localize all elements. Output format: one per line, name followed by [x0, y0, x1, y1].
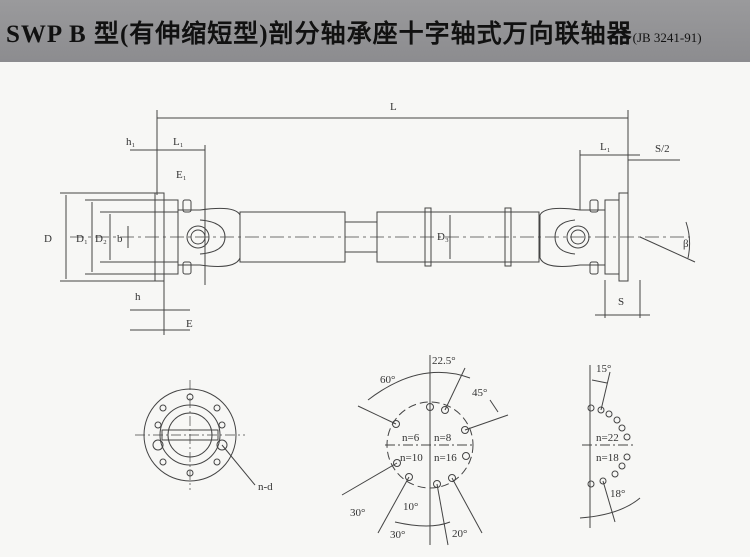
count-n6: n=6 — [402, 432, 420, 444]
header-band — [0, 0, 750, 62]
standard-number: (JB 3241-91) — [632, 30, 702, 45]
dim-S: S — [618, 296, 624, 308]
dim-D: D — [44, 233, 52, 245]
angle-20: 20° — [452, 528, 467, 540]
bolt-pattern-a: 22.5° 60° 45° 30° 10° 30° 20° n=6 n=8 n=… — [341, 355, 509, 546]
angle-45: 45° — [472, 387, 487, 399]
angle-30-a: 30° — [350, 507, 365, 519]
flange-end-view: n-d — [135, 380, 273, 493]
dim-L1-left: L₁ — [173, 136, 184, 148]
count-n10: n=10 — [400, 452, 423, 464]
dim-D1: D₁ — [76, 233, 88, 245]
dim-E: E — [186, 318, 193, 330]
count-n22: n=22 — [596, 432, 619, 444]
angle-22-5: 22.5° — [432, 355, 456, 367]
angle-30-b: 30° — [390, 529, 405, 541]
dim-h: h — [135, 291, 141, 303]
angle-10: 10° — [403, 501, 418, 513]
main-view: L D D₁ D₂ b h₁ L₁ — [44, 101, 696, 335]
label-n-d: n-d — [258, 481, 273, 493]
angle-60: 60° — [380, 374, 395, 386]
angle-18: 18° — [610, 488, 625, 500]
bolt-pattern-b: 15° 18° n=22 n=18 — [579, 363, 641, 528]
dim-S2: S/2 — [655, 143, 670, 155]
angle-15: 15° — [596, 363, 611, 375]
count-n16: n=16 — [434, 452, 457, 464]
dim-D3: D₃ — [437, 231, 449, 243]
dim-L: L — [390, 101, 397, 113]
dim-b: b — [117, 233, 123, 245]
dim-E1: E₁ — [176, 169, 187, 181]
page-title: SWP B 型(有伸缩短型)剖分轴承座十字轴式万向联轴器(JB 3241-91) — [6, 21, 702, 48]
count-n18: n=18 — [596, 452, 619, 464]
dim-L1-right: L₁ — [600, 141, 611, 153]
dim-h1: h₁ — [126, 136, 136, 148]
count-n8: n=8 — [434, 432, 452, 444]
dim-beta: β — [683, 238, 689, 250]
dim-D2: D₂ — [95, 233, 107, 245]
